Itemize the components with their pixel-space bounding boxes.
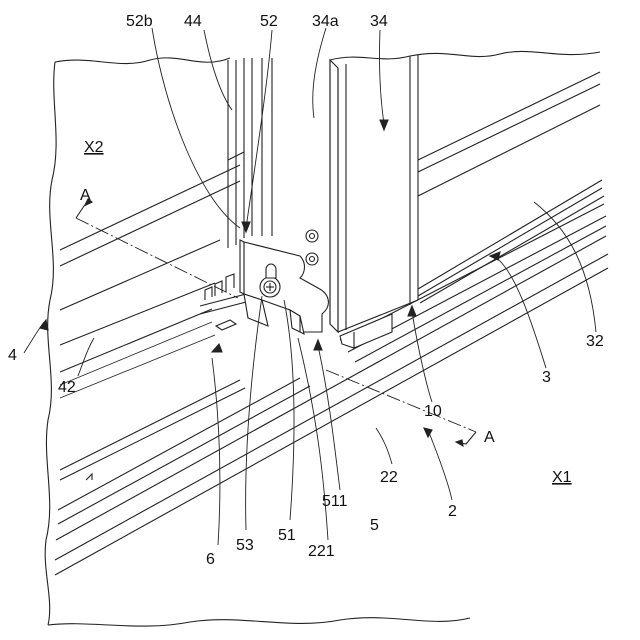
label-22: 22 — [380, 469, 398, 486]
arrowhead-10 — [408, 306, 416, 316]
panel-32 — [418, 72, 604, 303]
section-arrow-upper — [76, 202, 92, 218]
arrowhead-6 — [212, 344, 222, 352]
label-52: 52 — [260, 13, 278, 30]
label-53: 53 — [236, 537, 254, 554]
label-x1: X1 — [552, 469, 572, 486]
label-a-bottom: A — [484, 429, 495, 446]
label-42: 42 — [58, 379, 76, 396]
bottom-break-line — [48, 618, 470, 626]
label-51: 51 — [278, 527, 296, 544]
label-a-top: A — [80, 187, 91, 204]
section-line-lower — [326, 370, 476, 432]
left-break-line — [45, 62, 56, 625]
label-221: 221 — [308, 543, 335, 560]
top-break-line — [55, 51, 600, 63]
label-10: 10 — [424, 403, 442, 420]
arrowhead-4 — [40, 320, 48, 330]
label-4: 4 — [8, 347, 17, 364]
arrowhead-34 — [380, 120, 388, 130]
label-34: 34 — [370, 13, 388, 30]
label-32: 32 — [586, 333, 604, 350]
label-52b: 52b — [126, 13, 153, 30]
section-line-upper — [76, 218, 238, 298]
label-6: 6 — [206, 551, 215, 568]
section-arrowhead-lower — [456, 440, 463, 446]
arrowhead-5 — [314, 340, 322, 350]
label-2: 2 — [448, 503, 457, 520]
arrowhead-52 — [242, 222, 250, 232]
label-511: 511 — [322, 493, 348, 510]
label-34a: 34a — [312, 13, 339, 30]
label-44: 44 — [184, 13, 202, 30]
label-x2: X2 — [84, 139, 104, 156]
bracket-5 — [240, 240, 392, 348]
label-3: 3 — [542, 369, 551, 386]
label-5: 5 — [370, 517, 379, 534]
arrowhead-2 — [424, 428, 432, 437]
